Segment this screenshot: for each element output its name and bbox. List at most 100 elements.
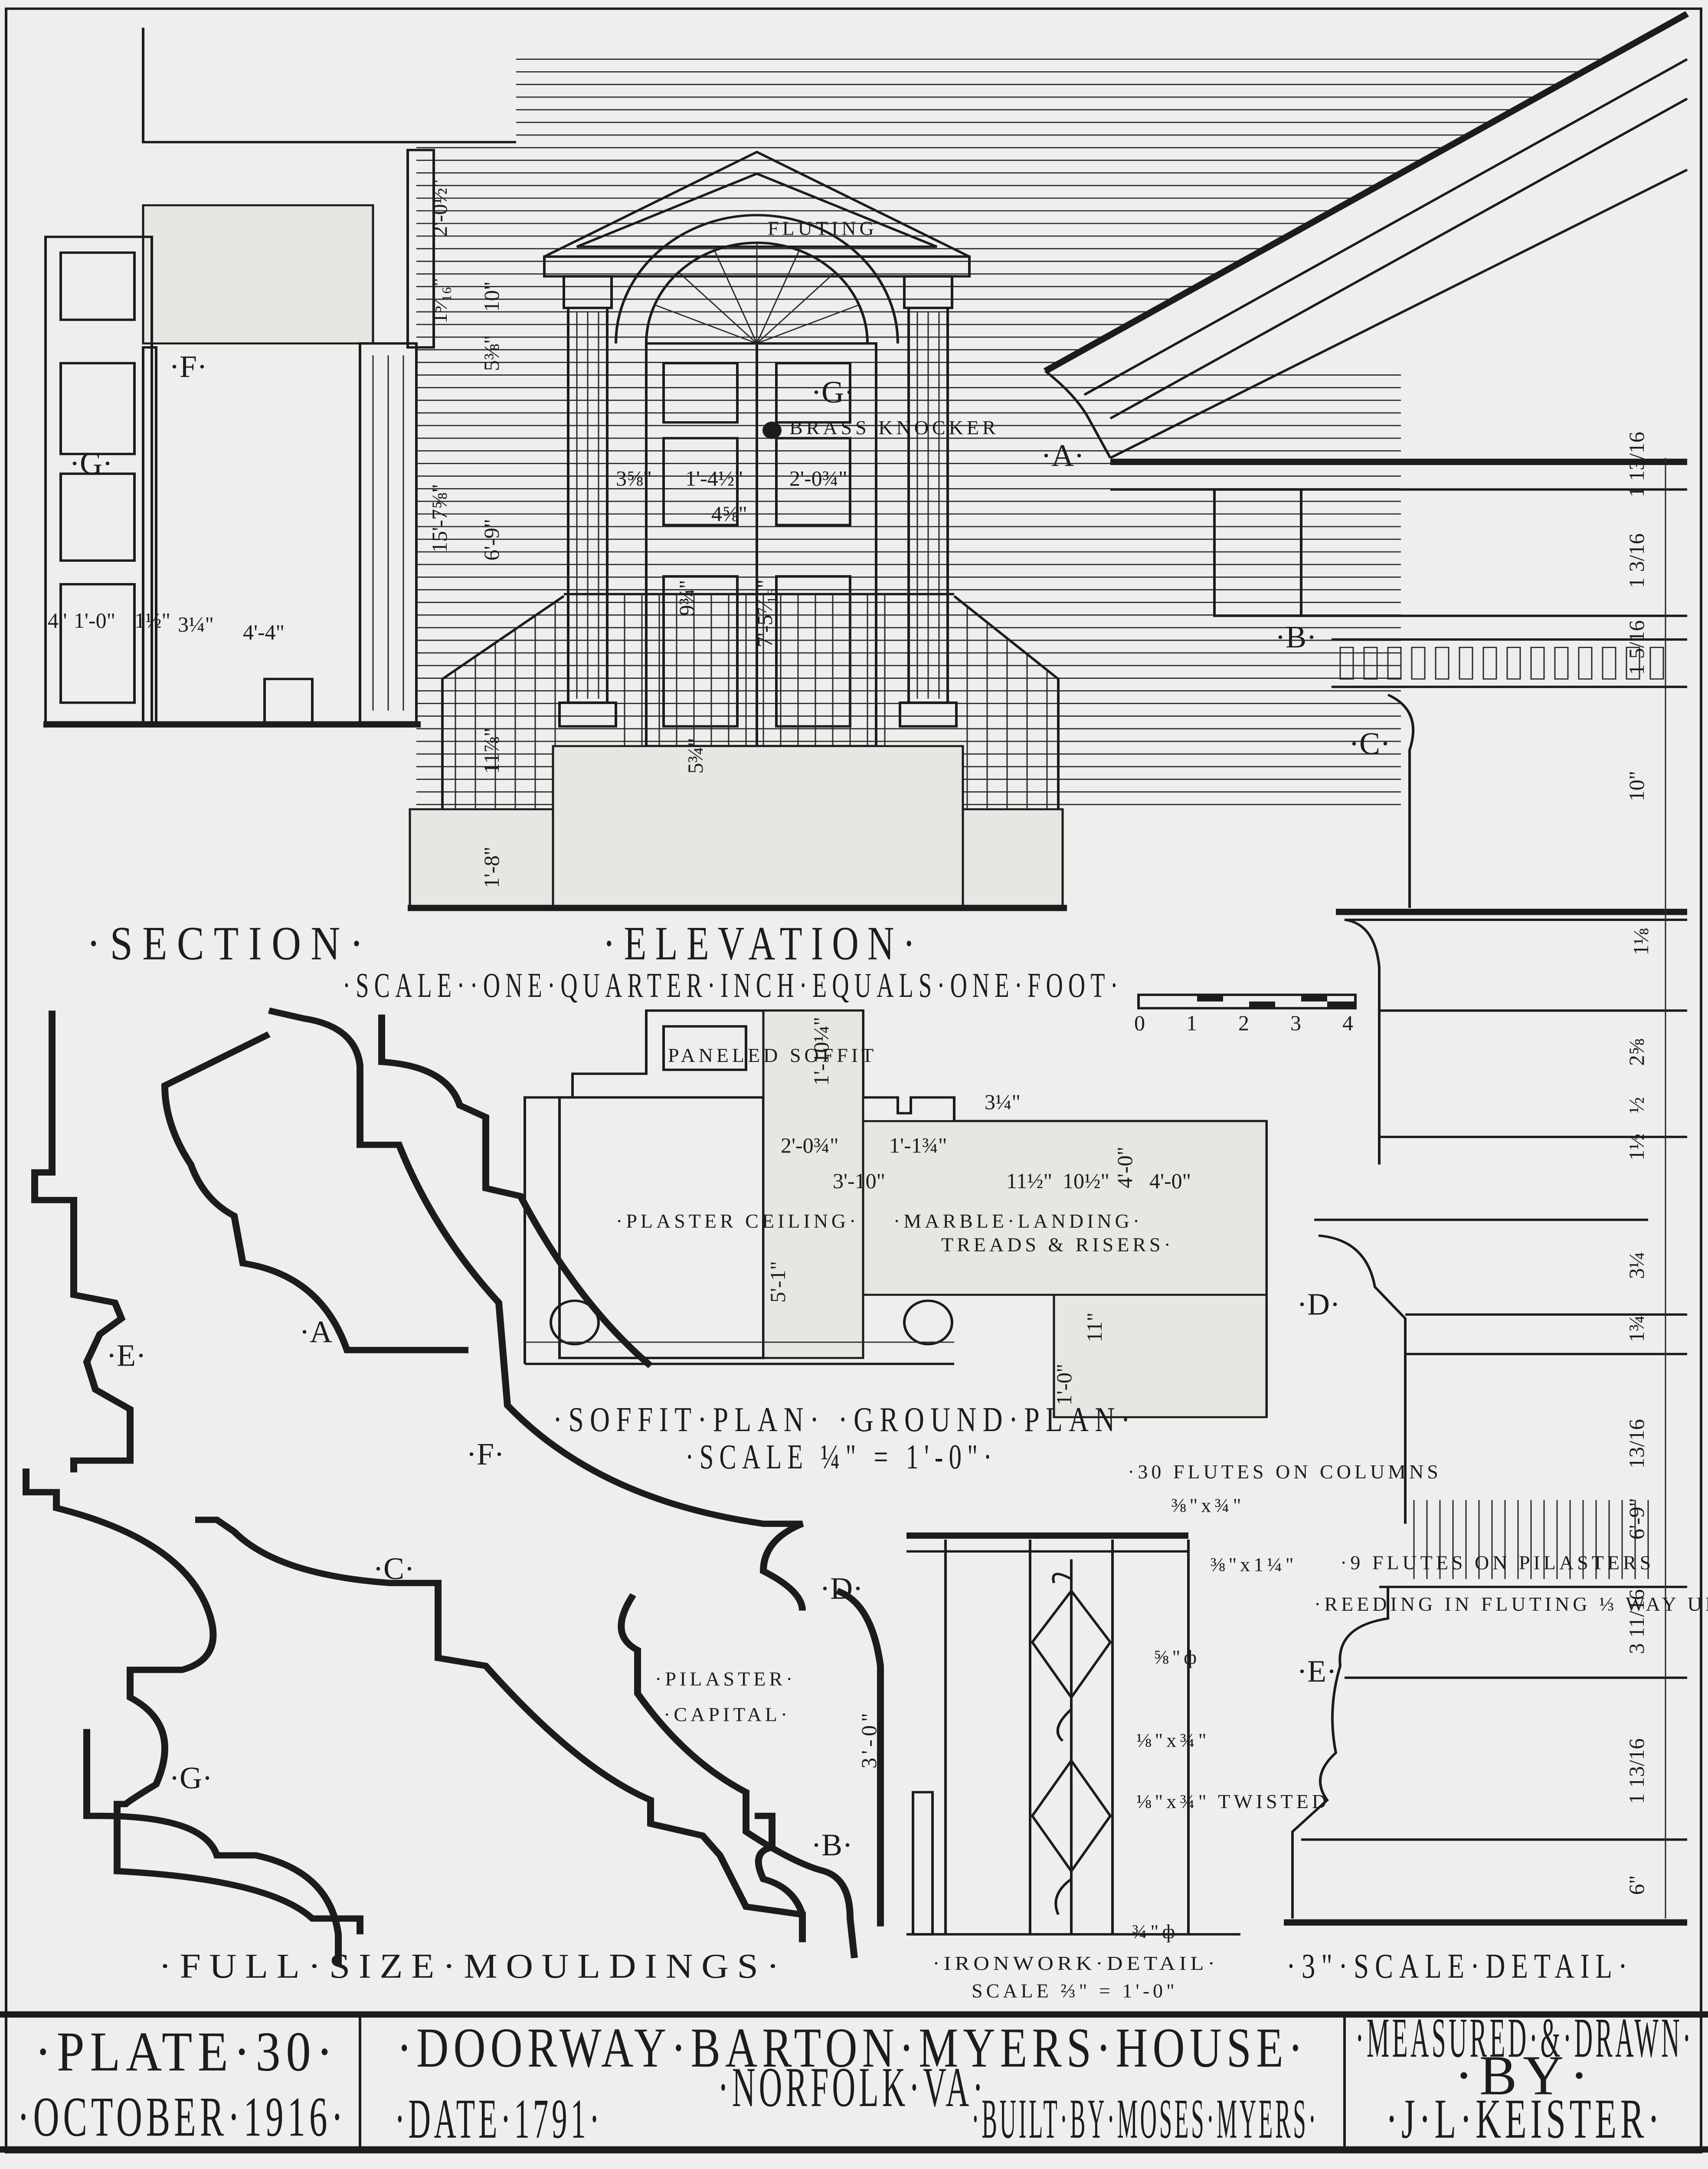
plan-title: ·SOFFIT·PLAN· ·GROUND·PLAN· — [553, 1401, 1136, 1439]
dimension: 1'-10¼" — [809, 1017, 833, 1086]
fanlight-rib — [756, 250, 800, 344]
dimension: 1½ — [1624, 1134, 1649, 1161]
builder: ·BUILT·BY·MOSES·MYERS· — [972, 2088, 1319, 2150]
moulding-label-d: ·D· — [820, 1571, 863, 1606]
moulding-label-e: ·E· — [106, 1338, 146, 1373]
dentil — [1626, 647, 1640, 680]
plate-title: ·DOORWAY·BARTON·MYERS·HOUSE· — [397, 2017, 1308, 2079]
dimension: 4'-0" — [1149, 1169, 1191, 1193]
iron-height-dimension: 3'-0" — [857, 1710, 881, 1769]
dimension: 4'-4" — [243, 620, 285, 644]
credit-by: ·BY· — [1454, 2044, 1594, 2107]
dentil — [1363, 647, 1378, 680]
elevation-drawing — [408, 151, 1067, 911]
dentil — [1411, 647, 1426, 680]
wall-siding — [416, 59, 1606, 805]
cornice-label-b: ·B· — [1275, 619, 1317, 654]
cornice-label-c: ·C· — [1349, 726, 1391, 761]
dimension: 1⅛ — [1629, 928, 1653, 956]
dimension: 11" — [1082, 1312, 1106, 1342]
title-block — [0, 2011, 1708, 2153]
moulding-label-f: ·F· — [466, 1437, 504, 1471]
pilaster-capital-label: ·CAPITAL· — [664, 1704, 791, 1726]
dimension: 3¼" — [178, 612, 214, 636]
reeding-note: ·REEDING IN FLUTING ⅓ WAY UP — [1314, 1593, 1708, 1615]
dimension: 6'-9" — [479, 519, 504, 560]
dentil — [1459, 647, 1473, 680]
dimension: 1 13/16 — [1624, 432, 1649, 497]
detail-label-e: ·E· — [1297, 1654, 1337, 1689]
column-reeding — [1413, 1500, 1649, 1579]
dimension: 4'-0" — [1112, 1147, 1137, 1188]
author-name: ·J·L·KEISTER· — [1386, 2088, 1663, 2150]
moulding-label-g: ·G· — [169, 1760, 213, 1795]
scale-tick: 3 — [1290, 1011, 1301, 1035]
dimension: 2'-0½" — [427, 179, 452, 237]
dimension: 2'-0¾" — [789, 466, 847, 490]
dimension: 1⁵⁄₁₆" — [427, 278, 452, 324]
elevation-title: ·ELEVATION· — [603, 917, 924, 970]
dimension: 3⅝" — [616, 466, 652, 490]
dentil — [1506, 647, 1521, 680]
drawing-geometry — [0, 7, 1708, 2154]
dentils — [1339, 647, 1664, 680]
dimension: 2'-0¾" — [781, 1133, 839, 1157]
ironwork-scale: SCALE ⅔" = 1'-0" — [972, 1980, 1178, 2002]
pilaster-capital-label: ·PILASTER· — [655, 1668, 796, 1690]
flutes-columns-note: ·30 FLUTES ON COLUMNS — [1128, 1461, 1442, 1483]
treads-risers-label: TREADS & RISERS· — [941, 1234, 1174, 1256]
scale-tick: 1 — [1186, 1011, 1197, 1035]
dentil — [1649, 647, 1664, 680]
location: ·NORFOLK·VA· — [718, 2056, 987, 2119]
dimension: 3¼" — [985, 1090, 1021, 1114]
plaster-ceiling-label: ·PLASTER CEILING· — [616, 1210, 859, 1232]
dimension: 1 5/16 — [1624, 620, 1649, 675]
ironwork-detail — [906, 1532, 1240, 1936]
moulding-label-b: ·B· — [811, 1828, 853, 1862]
dimension: 1½" — [134, 608, 170, 632]
dimension: 10½" — [1063, 1169, 1109, 1193]
plan-dimensions: 1'-10¼" 3¼" 2'-0¾" 1'-1¾" 3'-10" 11½" 10… — [766, 1017, 1191, 1406]
fluting-label: FLUTING — [768, 217, 877, 239]
fanlight-rib — [654, 304, 757, 344]
section-drawing — [43, 27, 516, 728]
full-size-mouldings — [23, 1007, 884, 1966]
dentil — [1435, 647, 1450, 680]
dimension: 1 3/16 — [1624, 533, 1649, 588]
detail-dimensions: 1 13/161 3/161 5/1610"1⅛2⅝½1½3¼1¾13/166'… — [1624, 432, 1653, 1895]
plan-scale: ·SCALE ¼" = 1'-0"· — [685, 1438, 998, 1476]
dimension: 1'-0" — [74, 608, 115, 632]
ironwork-title: ·IRONWORK·DETAIL· — [933, 1952, 1219, 1974]
brass-knocker-label: BRASS KNOCKER — [789, 416, 999, 439]
iron-label: ⅛"x¾" TWISTED — [1136, 1790, 1330, 1812]
fanlight-rib — [714, 250, 758, 344]
dentil — [1339, 647, 1354, 680]
scale-tick: 4 — [1342, 1011, 1353, 1035]
drawing-labels: ·SECTION· ·ELEVATION· ·SCALE··ONE·QUARTE… — [17, 179, 1708, 2150]
dentil — [1530, 647, 1545, 680]
fanlight-rib — [756, 272, 836, 344]
dimension: 1'-1¾" — [889, 1133, 947, 1157]
dentil — [1554, 647, 1569, 680]
dentil — [1387, 647, 1402, 680]
iron-label: ⅛"x¾" — [1136, 1729, 1210, 1751]
soffit-ground-plan — [524, 1009, 1268, 1419]
dentil — [1602, 647, 1616, 680]
fanlight-rib — [678, 272, 758, 344]
cornice-label-a: ·A· — [1041, 438, 1084, 473]
railing-balusters — [455, 594, 1048, 809]
iron-label: ¾"ф — [1132, 1920, 1178, 1943]
dimension: 3¼ — [1624, 1252, 1649, 1279]
flutes-pilasters-note: ·9 FLUTES ON PILASTERS — [1340, 1551, 1654, 1573]
detail-title: ·3"·SCALE·DETAIL· — [1286, 1947, 1633, 1986]
brass-knocker-icon — [762, 421, 782, 439]
dimension: 1¾ — [1624, 1315, 1649, 1343]
dimension: 3 11/16 — [1624, 1589, 1649, 1654]
built-date: ·DATE·1791· — [395, 2088, 603, 2150]
dimension: 10" — [479, 281, 504, 311]
moulding-label-c: ·C· — [373, 1551, 415, 1586]
fanlight — [646, 242, 867, 344]
dimension: 3'-10" — [833, 1169, 885, 1193]
marble-landing-label: ·MARBLE·LANDING· — [893, 1210, 1143, 1232]
